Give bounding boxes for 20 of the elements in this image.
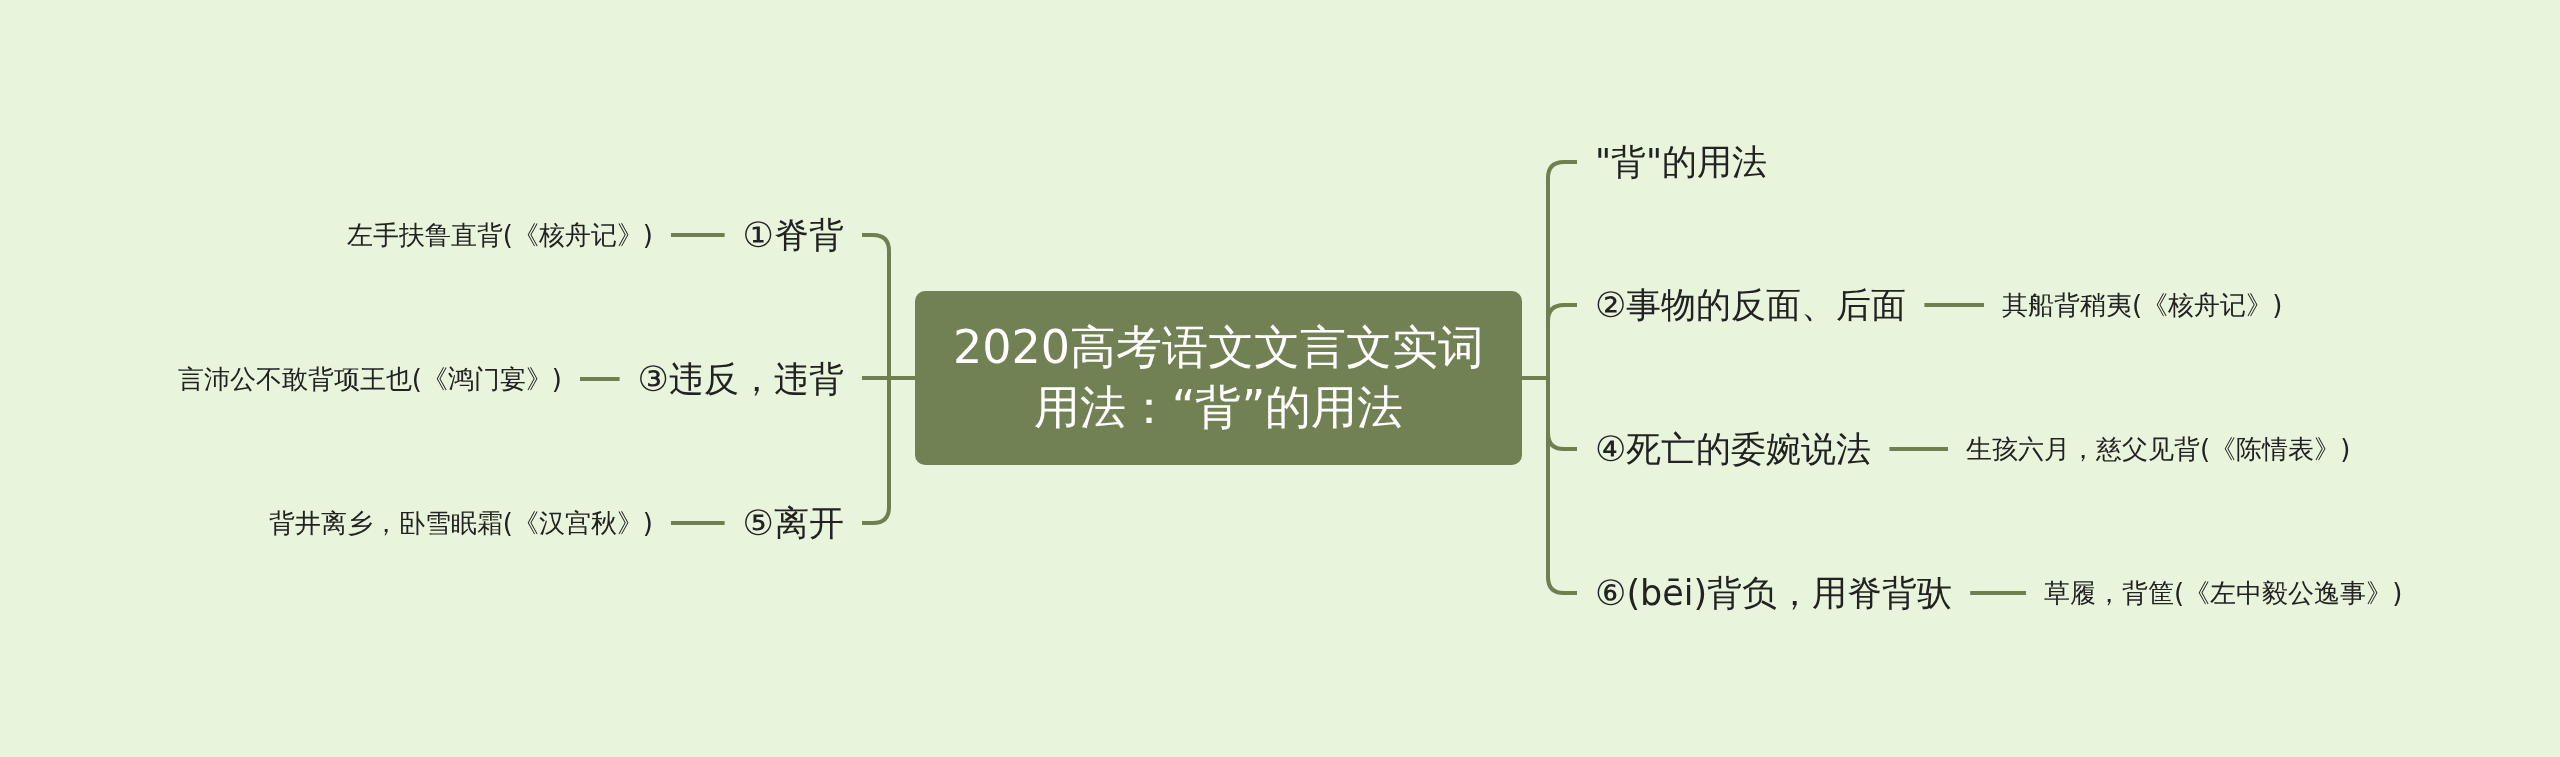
connector-line — [580, 377, 620, 381]
connector-line — [1924, 303, 1984, 307]
example-text: 其船背稍夷(《核舟记》) — [1984, 283, 2301, 327]
connector-line — [671, 521, 725, 525]
example-text: 草履，背筐(《左中毅公逸事》) — [2026, 571, 2421, 615]
branch-topic: ④死亡的委婉说法 — [1577, 421, 1890, 477]
branch-topic: ⑤离开 — [724, 495, 862, 551]
example-text: 左手扶鲁直背(《核舟记》) — [328, 213, 671, 257]
example-text: 背井离乡，卧雪眠霜(《汉宫秋》) — [250, 501, 671, 545]
connector-line — [1970, 591, 2026, 595]
connector-line — [1889, 447, 1948, 451]
branch-topic: ③违反，违背 — [619, 351, 862, 407]
branch-topic: "背"的用法 — [1577, 134, 1786, 190]
central-topic-box: 2020高考语文文言文实词用法：“背”的用法 — [915, 291, 1522, 465]
example-text: 言沛公不敢背项王也(《鸿门宴》) — [159, 357, 580, 401]
branch-topic: ⑥(bēi)背负，用脊背驮 — [1577, 565, 1971, 621]
example-text: 生孩六月，慈父见背(《陈情表》) — [1948, 427, 2369, 471]
connector-line — [671, 233, 725, 237]
branch-topic: ②事物的反面、后面 — [1577, 277, 1925, 333]
branch-topic: ①脊背 — [724, 207, 862, 263]
